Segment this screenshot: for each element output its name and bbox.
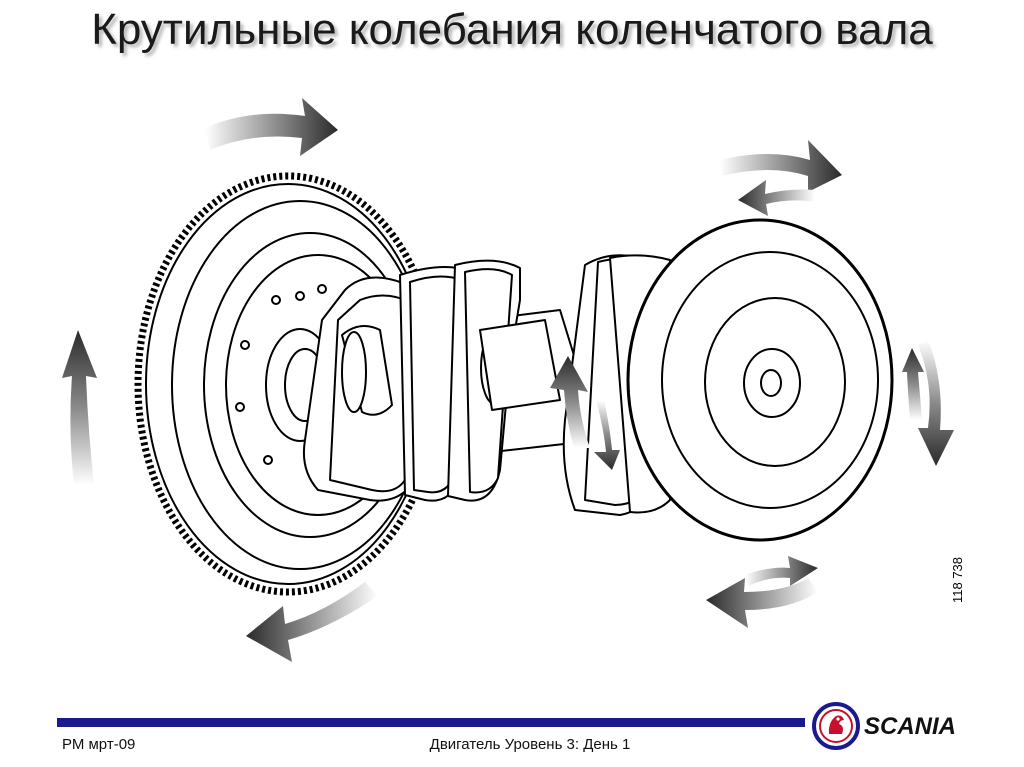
damper (628, 220, 892, 540)
arrow-right-up-icon (902, 348, 924, 420)
arrow-bottom-left-icon (246, 582, 378, 662)
arrow-left-up-icon (62, 330, 97, 485)
figure-number: 118 738 (950, 550, 970, 610)
logo-wordmark: SCANIA (864, 713, 956, 740)
footer-divider (57, 718, 805, 727)
arrow-right-down-icon (918, 340, 954, 466)
footer-course: Двигатель Уровень 3: День 1 (380, 736, 680, 753)
arrow-bottom-right-outer-icon (706, 578, 818, 628)
footer-code: РМ мрт-09 (62, 736, 135, 753)
scania-griffin-icon (814, 704, 858, 748)
arrow-top-right-outer-icon (720, 140, 842, 192)
arrow-top-right-inner-icon (738, 180, 815, 216)
arrow-top-left-icon (205, 98, 338, 156)
crankshaft (304, 255, 670, 515)
scania-logo: SCANIA (812, 700, 982, 752)
